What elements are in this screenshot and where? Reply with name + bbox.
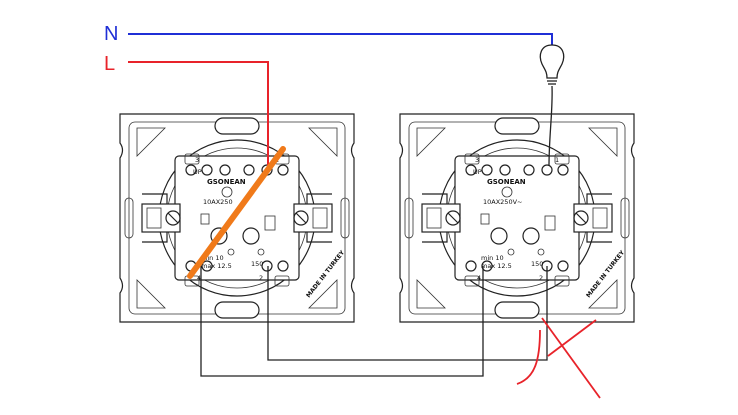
terminal-4-label: 4	[477, 274, 481, 282]
dim-label: 150	[251, 260, 263, 268]
terminal-4-label: 4	[197, 274, 201, 282]
live-label: L	[104, 53, 115, 75]
jumper-wire	[187, 146, 286, 279]
terminal-3-label: 3	[475, 156, 479, 164]
up-label: UP	[473, 168, 482, 176]
terminal-3-label: 3	[195, 156, 199, 164]
cross-mark-2	[541, 317, 601, 399]
terminal-2-label: 2	[259, 274, 263, 282]
min-label: min 10	[201, 254, 224, 262]
max-label: max 12.5	[481, 262, 512, 270]
cross-mark-3	[547, 319, 597, 357]
traveller-wire-2	[267, 266, 548, 361]
neutral-wire	[128, 33, 553, 45]
rating-label: 10AX250	[203, 198, 233, 206]
dim-label: 150	[531, 260, 543, 268]
terminal-1-label: 1	[555, 156, 559, 164]
up-label: UP	[193, 168, 202, 176]
neutral-label: N	[104, 23, 118, 45]
lamp-wire	[548, 85, 553, 167]
traveller-wire-1	[200, 266, 484, 377]
cross-mark-1	[516, 329, 541, 385]
min-label: min 10	[481, 254, 504, 262]
brand-label: GSONEAN	[207, 178, 246, 186]
max-label: max 12.5	[201, 262, 232, 270]
lamp-icon	[539, 44, 565, 85]
terminal-2-label: 2	[539, 274, 543, 282]
switch-1: 3 1 UP GSONEAN 10AX250 min 10 max 12.5 1…	[119, 113, 355, 323]
brand-label: GSONEAN	[487, 178, 526, 186]
switch-2: 3 1 UP GSONEAN 10AX250V~ min 10 max 12.5…	[399, 113, 635, 323]
live-wire	[128, 61, 269, 166]
rating-label: 10AX250V~	[483, 198, 522, 206]
